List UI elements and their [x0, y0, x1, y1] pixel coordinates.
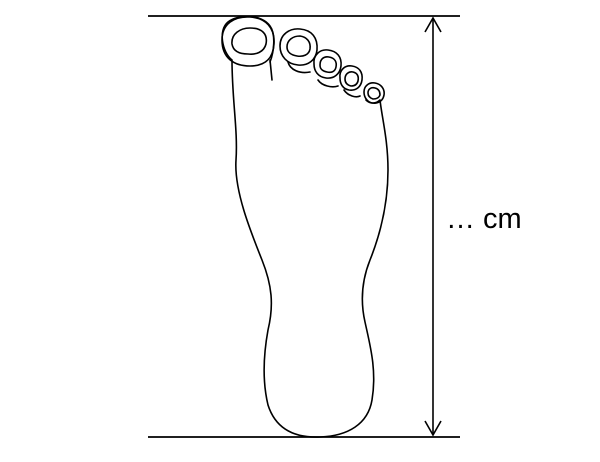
measurement-arrow	[424, 16, 442, 437]
foot-outline-icon	[221, 15, 389, 438]
measurement-label: … cm	[446, 203, 522, 235]
